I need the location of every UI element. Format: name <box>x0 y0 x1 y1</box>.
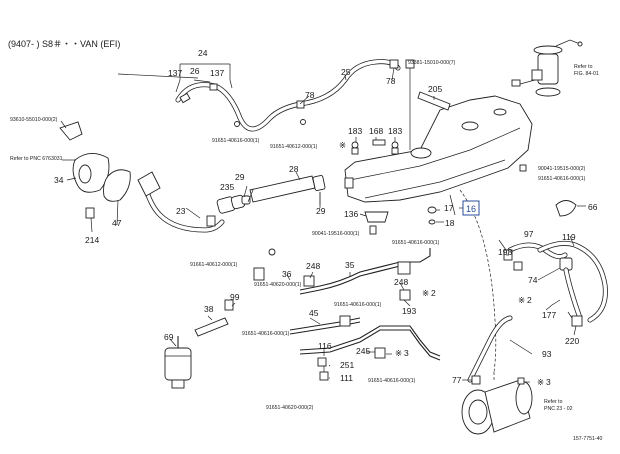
callout-38: 38 <box>204 304 214 314</box>
callout-177: 177 <box>542 310 556 320</box>
callout-69: 69 <box>164 332 174 342</box>
filler-hose-assembly <box>216 175 326 214</box>
part-number-91651-i: 91651-40620-000(2) <box>266 405 314 411</box>
part-number-91651-d: 91651-40616-000(1) <box>392 240 440 246</box>
grommet-214-part <box>85 207 95 219</box>
callout-168: 168 <box>369 126 383 136</box>
callout-116: 116 <box>318 341 332 351</box>
callout-183-b: 183 <box>388 126 402 136</box>
callout-97: 97 <box>524 229 534 239</box>
callout-78-a: 78 <box>305 90 315 100</box>
fuel-filter-assembly <box>461 315 533 435</box>
star-mark-4: ※ <box>395 348 402 358</box>
callout-93: 93 <box>542 349 552 359</box>
part-number-91651-c: 91651-40616-000(1) <box>538 176 586 182</box>
callout-16[interactable]: 16 <box>466 204 476 214</box>
callout-29-a: 29 <box>235 172 245 182</box>
callout-214: 214 <box>85 235 99 245</box>
tank-bolts <box>351 139 399 155</box>
callout-235: 235 <box>220 182 234 192</box>
callout-183-a: 183 <box>348 126 362 136</box>
callout-36: 36 <box>282 269 292 279</box>
callout-23: 23 <box>176 206 186 216</box>
callout-28: 28 <box>289 164 299 174</box>
callout-248-a: 248 <box>306 261 320 271</box>
callout-136: 136 <box>344 209 358 219</box>
star-mark-1: ※ <box>339 140 346 150</box>
callout-248-b: 248 <box>394 277 408 287</box>
callout-2-a: 2 <box>527 295 532 305</box>
bracket-136-part <box>364 211 389 223</box>
callout-24: 24 <box>198 48 208 58</box>
ref-pnc-top: Refer to PNC 6763031 <box>10 156 63 162</box>
canister-69-assembly <box>164 336 192 389</box>
callout-198: 198 <box>498 247 512 257</box>
ref-pnc-bottom-line2: PNC 23 - 02 <box>544 406 573 412</box>
callout-77: 77 <box>452 375 462 385</box>
leader-lines <box>60 67 586 383</box>
callout-111: 111 <box>340 373 353 383</box>
callout-205: 205 <box>428 84 442 94</box>
part-number-91651-a: 91651-40616-000(1) <box>212 138 260 144</box>
figure-id: 157-7751-40 <box>573 436 603 442</box>
middle-fuel-lines <box>194 248 441 381</box>
callout-26: 26 <box>190 66 200 76</box>
part-number-91661: 91661-40612-000(1) <box>190 262 238 268</box>
ref-pnc-bottom-line1: Refer to <box>544 399 563 405</box>
callout-35: 35 <box>345 260 355 270</box>
callout-99: 99 <box>230 292 240 302</box>
callout-45: 45 <box>309 308 319 318</box>
part-number-91651-h: 91651-40616-000(1) <box>368 378 416 384</box>
right-side-fuel-lines <box>459 164 608 373</box>
callout-18: 18 <box>445 218 455 228</box>
ref-fig-line1: Refer to <box>574 64 593 70</box>
callout-25: 25 <box>341 67 351 77</box>
callout-29-b: 29 <box>316 206 326 216</box>
callout-245: 245 <box>356 346 370 356</box>
callout-3-b: 3 <box>546 377 551 387</box>
callout-17: 17 <box>444 203 454 213</box>
callout-137-b: 137 <box>210 68 224 78</box>
part-number-90041-a: 90041-19515-000(2) <box>538 166 586 172</box>
callout-251: 251 <box>340 360 354 370</box>
star-mark-5: ※ <box>537 377 544 387</box>
model-code-header: (9407- ) S8＃・・VAN (EFI) <box>8 39 120 49</box>
fuel-tank-body <box>344 95 533 203</box>
part-number-91651-g: 91651-40616-000(1) <box>242 331 290 337</box>
callout-66: 66 <box>588 202 598 212</box>
filler-cap-part <box>59 121 83 141</box>
callout-220: 220 <box>565 336 579 346</box>
part-number-93381: 93381-15010-000(7) <box>408 60 456 66</box>
callout-3-a: 3 <box>404 348 409 358</box>
callout-34: 34 <box>54 175 64 185</box>
gasket-47-part <box>103 169 131 202</box>
clamp-66-part <box>555 200 577 217</box>
fuel-pump-assembly <box>511 39 583 97</box>
fuel-tank-assembly <box>344 59 533 235</box>
part-number-91651-f: 91651-40616-000(1) <box>334 302 382 308</box>
callout-47: 47 <box>112 218 122 228</box>
star-mark-2: ※ <box>518 295 525 305</box>
filler-neck-assembly <box>175 59 401 132</box>
bracket-245-part <box>374 347 386 359</box>
pad-205-part <box>417 91 451 111</box>
part-number-91651-b: 91651-40612-000(1) <box>270 144 318 150</box>
hose-28-part <box>249 175 316 203</box>
ref-fig-line2: FIG. 84-01 <box>574 71 599 77</box>
callout-78-b: 78 <box>386 76 396 86</box>
callout-137-a: 137 <box>168 68 182 78</box>
callout-119: 119 <box>562 232 576 242</box>
callout-2-b: 2 <box>431 288 436 298</box>
part-number-93610: 93610-55010-000(2) <box>10 117 58 123</box>
star-mark-3: ※ <box>422 288 429 298</box>
callout-16-highlight-box[interactable] <box>462 200 480 216</box>
part-number-91651-e: 91651-40620-000(1) <box>254 282 302 288</box>
part-number-90041-b: 90041-19516-000(1) <box>312 231 360 237</box>
filler-lid-and-pipe <box>59 121 225 233</box>
callout-74: 74 <box>528 275 538 285</box>
hose-38-part <box>194 317 229 337</box>
callout-193: 193 <box>402 306 416 316</box>
